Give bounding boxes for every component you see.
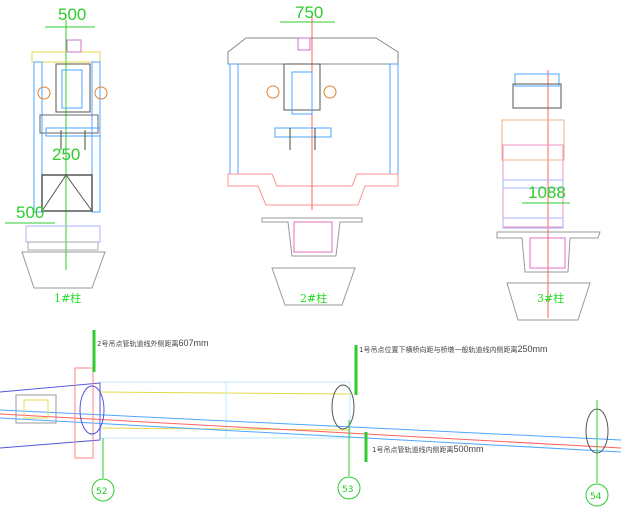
elevation-label: 2#柱 — [300, 291, 327, 305]
pier-number: 54 — [590, 492, 602, 502]
plan-note: 1号吊点管轨道线内侧距离500mm — [372, 444, 483, 454]
plan-note: 2号吊点管轨道线外侧距离607mm — [97, 338, 208, 348]
dimension-label: 250 — [52, 145, 80, 164]
dimension-label: 500 — [16, 203, 44, 222]
plan-note: 1号吊点位置下横桥向距与桥墩一般轨道线内侧距离250mm — [359, 344, 547, 354]
pier-number: 52 — [96, 487, 107, 497]
pier-marker — [91, 478, 115, 502]
pier-number: 53 — [342, 485, 353, 495]
elevation-label: 3#柱 — [537, 291, 564, 305]
elevation-3 — [496, 70, 601, 321]
elevation-1 — [5, 20, 108, 289]
pier-marker — [585, 483, 609, 507]
pier-marker — [337, 476, 361, 500]
dimension-label: 750 — [295, 3, 323, 22]
dimension-label: 1088 — [528, 183, 566, 202]
elevation-label: 1#柱 — [54, 291, 81, 305]
elevation-2 — [227, 15, 399, 306]
dimension-label: 500 — [58, 5, 86, 24]
plan-view — [0, 330, 621, 507]
